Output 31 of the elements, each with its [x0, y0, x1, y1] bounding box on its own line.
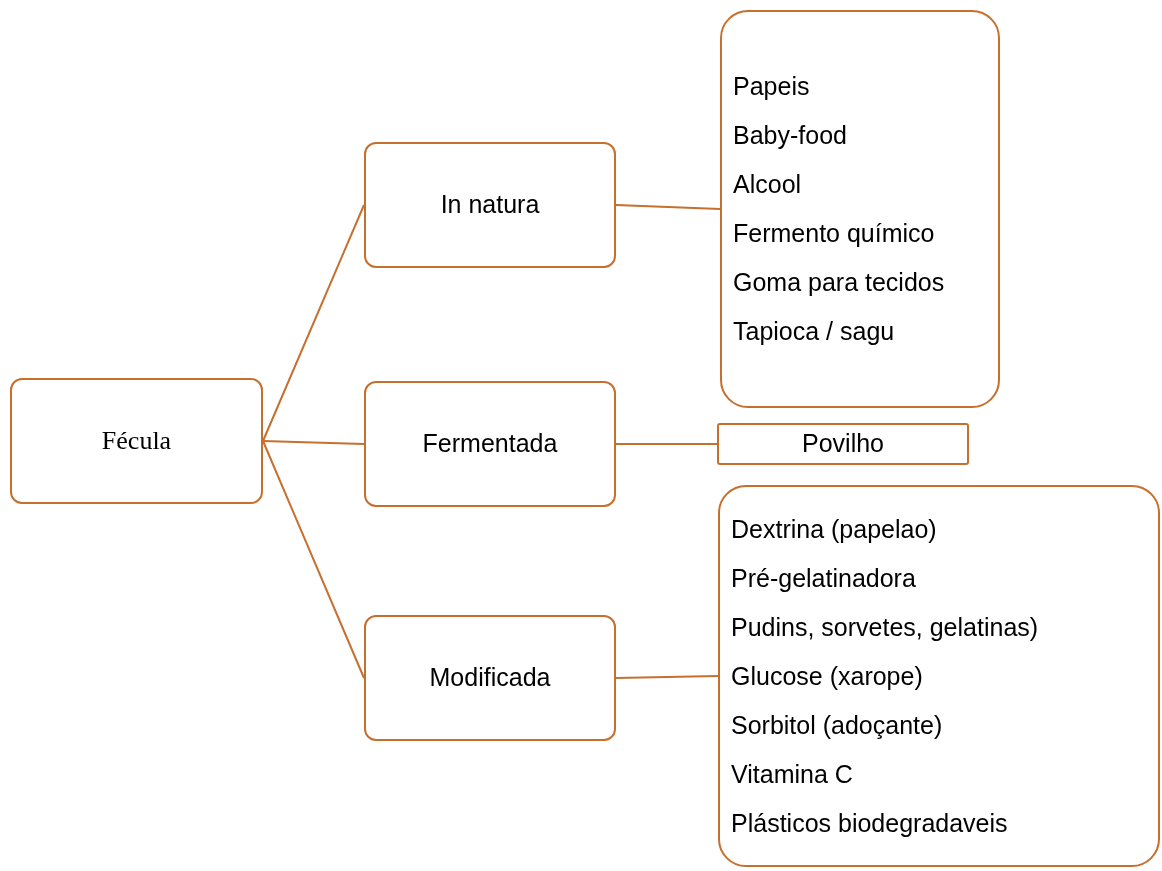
list-item: Papeis	[733, 71, 811, 102]
process-box	[10, 378, 263, 504]
connector-line	[262, 204, 365, 442]
list-box	[718, 485, 1160, 867]
list-item: Glucose (xarope)	[731, 660, 924, 692]
list-item: Pré-gelatinadora	[731, 562, 917, 594]
list-item: Fermento químico	[733, 218, 936, 249]
list-item: Alcool	[733, 169, 803, 200]
box-label: Fécula	[101, 424, 172, 457]
list-item: Vitamina C	[731, 758, 854, 790]
connector-line	[262, 440, 365, 679]
list-item: Goma para tecidos	[733, 267, 946, 298]
process-box	[364, 615, 616, 741]
connector-line	[615, 675, 719, 679]
connector-line	[615, 443, 718, 445]
list-item: Baby-food	[733, 120, 848, 151]
box-label: Povilho	[802, 428, 884, 460]
list-item: Pudins, sorvetes, gelatinas)	[731, 611, 1040, 643]
list-box	[720, 10, 1000, 408]
list-item: Plásticos biodegradaveis	[731, 807, 1009, 839]
process-box	[364, 381, 616, 507]
box-label: In natura	[440, 189, 540, 221]
box-label: Fermentada	[422, 428, 558, 460]
process-box	[717, 423, 969, 465]
list-item: Dextrina (papelao)	[731, 513, 938, 545]
connector-line	[262, 440, 365, 445]
list-item: Sorbitol (adoçante)	[731, 709, 944, 741]
connector-line	[615, 204, 721, 210]
box-label: Modificada	[429, 662, 551, 694]
list-item: Tapioca / sagu	[733, 316, 896, 347]
process-box	[364, 142, 616, 268]
